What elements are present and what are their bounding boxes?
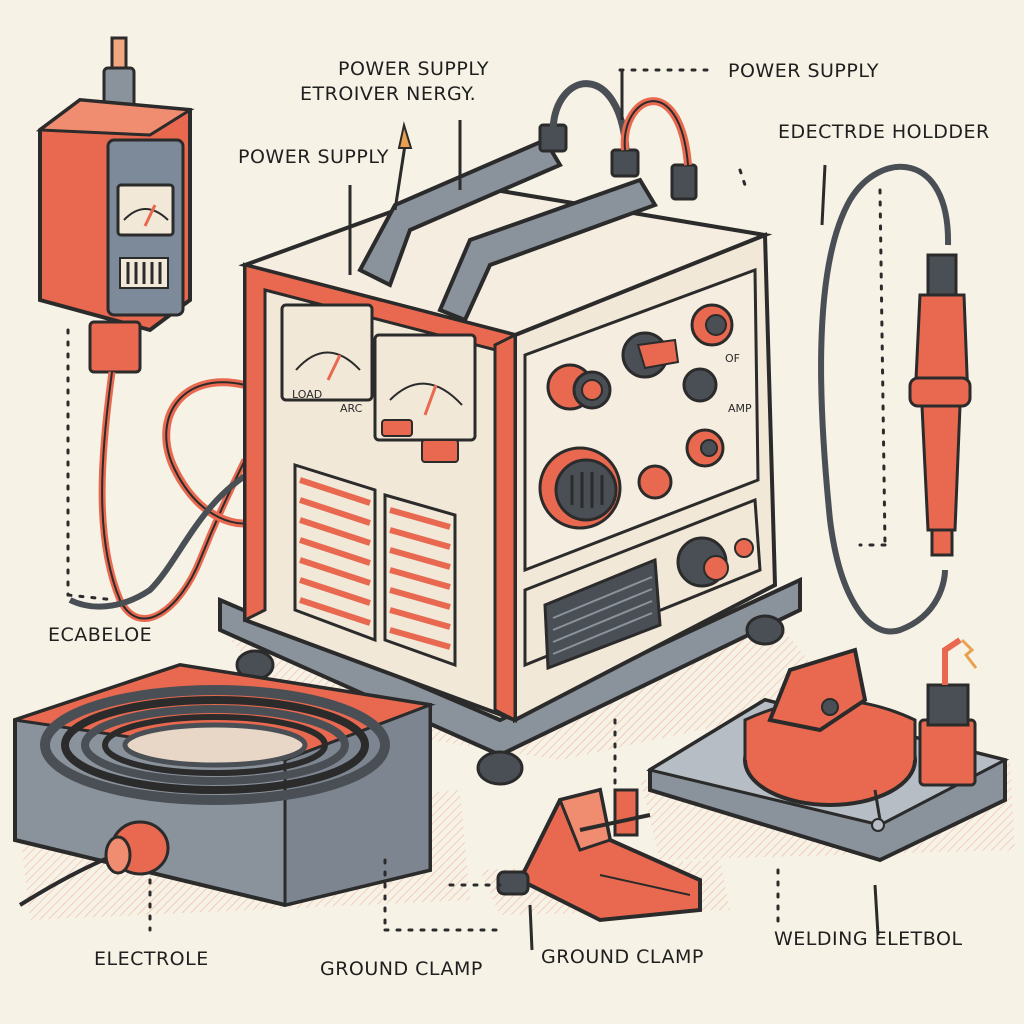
knob-label-1: OF <box>725 352 740 365</box>
label-power-supply-right: POWER SUPPLY <box>728 60 879 82</box>
label-ecabeloe: ECABELOE <box>48 624 153 646</box>
label-welding-eletbol: WELDING ELETBOL <box>774 928 963 950</box>
welding-station <box>646 637 1010 863</box>
label-ground-clamp-1: GROUND CLAMP <box>320 958 483 980</box>
meter-box <box>35 36 249 622</box>
electrode-holder <box>818 163 972 635</box>
label-etroiver-nergy: ETROIVER NERGY. <box>300 83 477 105</box>
label-power-supply-top: POWER SUPPLY <box>338 58 489 80</box>
meter-scale-label: LOAD <box>292 388 322 401</box>
label-electrode-holder: EDECTRDE HOLDDER <box>778 121 990 143</box>
welding-machine: LOAD ARC OF AMP <box>68 80 802 786</box>
label-ground-clamp-2: GROUND CLAMP <box>541 946 704 968</box>
knob-label-2: AMP <box>728 402 752 415</box>
label-pointers <box>348 70 880 951</box>
cable-tray <box>13 662 436 908</box>
meter-unit-label: ARC <box>340 402 363 415</box>
leader-lines <box>66 68 887 932</box>
label-power-supply-left: POWER SUPPLY <box>238 146 389 168</box>
ground-clamp <box>496 787 702 923</box>
label-electrole: ELECTROLE <box>94 948 209 970</box>
